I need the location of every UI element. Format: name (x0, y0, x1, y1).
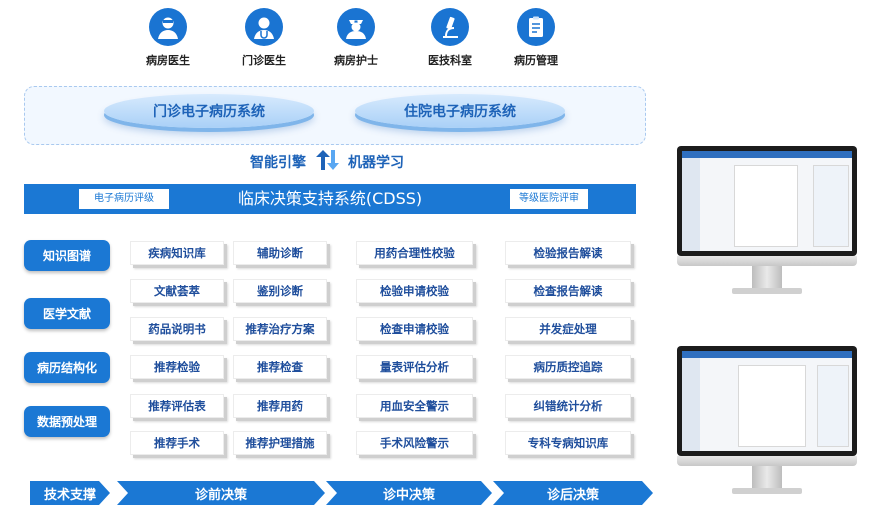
decision-item: 文献荟萃 (130, 279, 224, 303)
decision-item: 推荐护理措施 (233, 431, 327, 455)
category-data-preprocessing: 数据预处理 (24, 406, 110, 437)
category-medical-literature: 医学文献 (24, 298, 110, 329)
clipboard-icon (517, 8, 555, 46)
decision-item: 专科专病知识库 (505, 431, 631, 455)
decision-item: 推荐检查 (233, 355, 327, 379)
stage-pre-diagnosis: 诊前决策 (117, 481, 325, 505)
stage-in-diagnosis: 诊中决策 (326, 481, 492, 505)
hospital-review-tag: 等级医院评审 (510, 189, 588, 209)
decision-item: 疾病知识库 (130, 241, 224, 265)
role-label: 医技科室 (428, 54, 472, 67)
role-records-mgmt: 病历管理 (500, 8, 572, 68)
monitor-top (677, 146, 857, 294)
exchange-arrows-icon (314, 149, 340, 175)
decision-item: 量表评估分析 (356, 355, 473, 379)
decision-item: 推荐手术 (130, 431, 224, 455)
role-ward-nurse: 病房护士 (320, 8, 392, 68)
inpatient-emr-system: 住院电子病历系统 (355, 94, 565, 128)
nurse-icon (337, 8, 375, 46)
stage-post-diagnosis: 诊后决策 (493, 481, 653, 505)
decision-item: 并发症处理 (505, 317, 631, 341)
outpatient-emr-system: 门诊电子病历系统 (104, 94, 314, 128)
decision-item: 病历质控追踪 (505, 355, 631, 379)
monitor-screen (677, 146, 857, 256)
decision-item: 推荐治疗方案 (233, 317, 327, 341)
doctor-stethoscope-icon (245, 8, 283, 46)
category-knowledge-graph: 知识图谱 (24, 240, 110, 271)
category-record-structuring: 病历结构化 (24, 352, 110, 383)
decision-item: 检验报告解读 (505, 241, 631, 265)
decision-item: 检验申请校验 (356, 279, 473, 303)
role-medical-tech: 医技科室 (414, 8, 486, 68)
role-label: 病房医生 (146, 54, 190, 67)
role-label: 病历管理 (514, 54, 558, 67)
engine-row: 智能引擎 机器学习 (250, 150, 450, 174)
role-ward-doctor: 病房医生 (132, 8, 204, 68)
emr-rating-tag: 电子病历评级 (79, 189, 169, 209)
decision-item: 用药合理性校验 (356, 241, 473, 265)
decision-item: 检查申请校验 (356, 317, 473, 341)
doctor-icon (149, 8, 187, 46)
decision-item: 纠错统计分析 (505, 394, 631, 418)
decision-item: 鉴别诊断 (233, 279, 327, 303)
engine-label: 智能引擎 (250, 155, 306, 171)
monitor-bottom (677, 346, 857, 494)
decision-item: 检查报告解读 (505, 279, 631, 303)
role-outpatient-doctor: 门诊医生 (228, 8, 300, 68)
machine-learning-label: 机器学习 (348, 155, 404, 171)
stage-tech-support: 技术支撑 (30, 481, 110, 505)
role-label: 病房护士 (334, 54, 378, 67)
monitor-screen (677, 346, 857, 456)
decision-item: 推荐用药 (233, 394, 327, 418)
decision-item: 用血安全警示 (356, 394, 473, 418)
decision-item: 辅助诊断 (233, 241, 327, 265)
decision-item: 推荐检验 (130, 355, 224, 379)
decision-item: 手术风险警示 (356, 431, 473, 455)
decision-item: 推荐评估表 (130, 394, 224, 418)
microscope-icon (431, 8, 469, 46)
decision-item: 药品说明书 (130, 317, 224, 341)
role-label: 门诊医生 (242, 54, 286, 67)
cdss-title: 临床决策支持系统(CDSS) (237, 189, 423, 208)
